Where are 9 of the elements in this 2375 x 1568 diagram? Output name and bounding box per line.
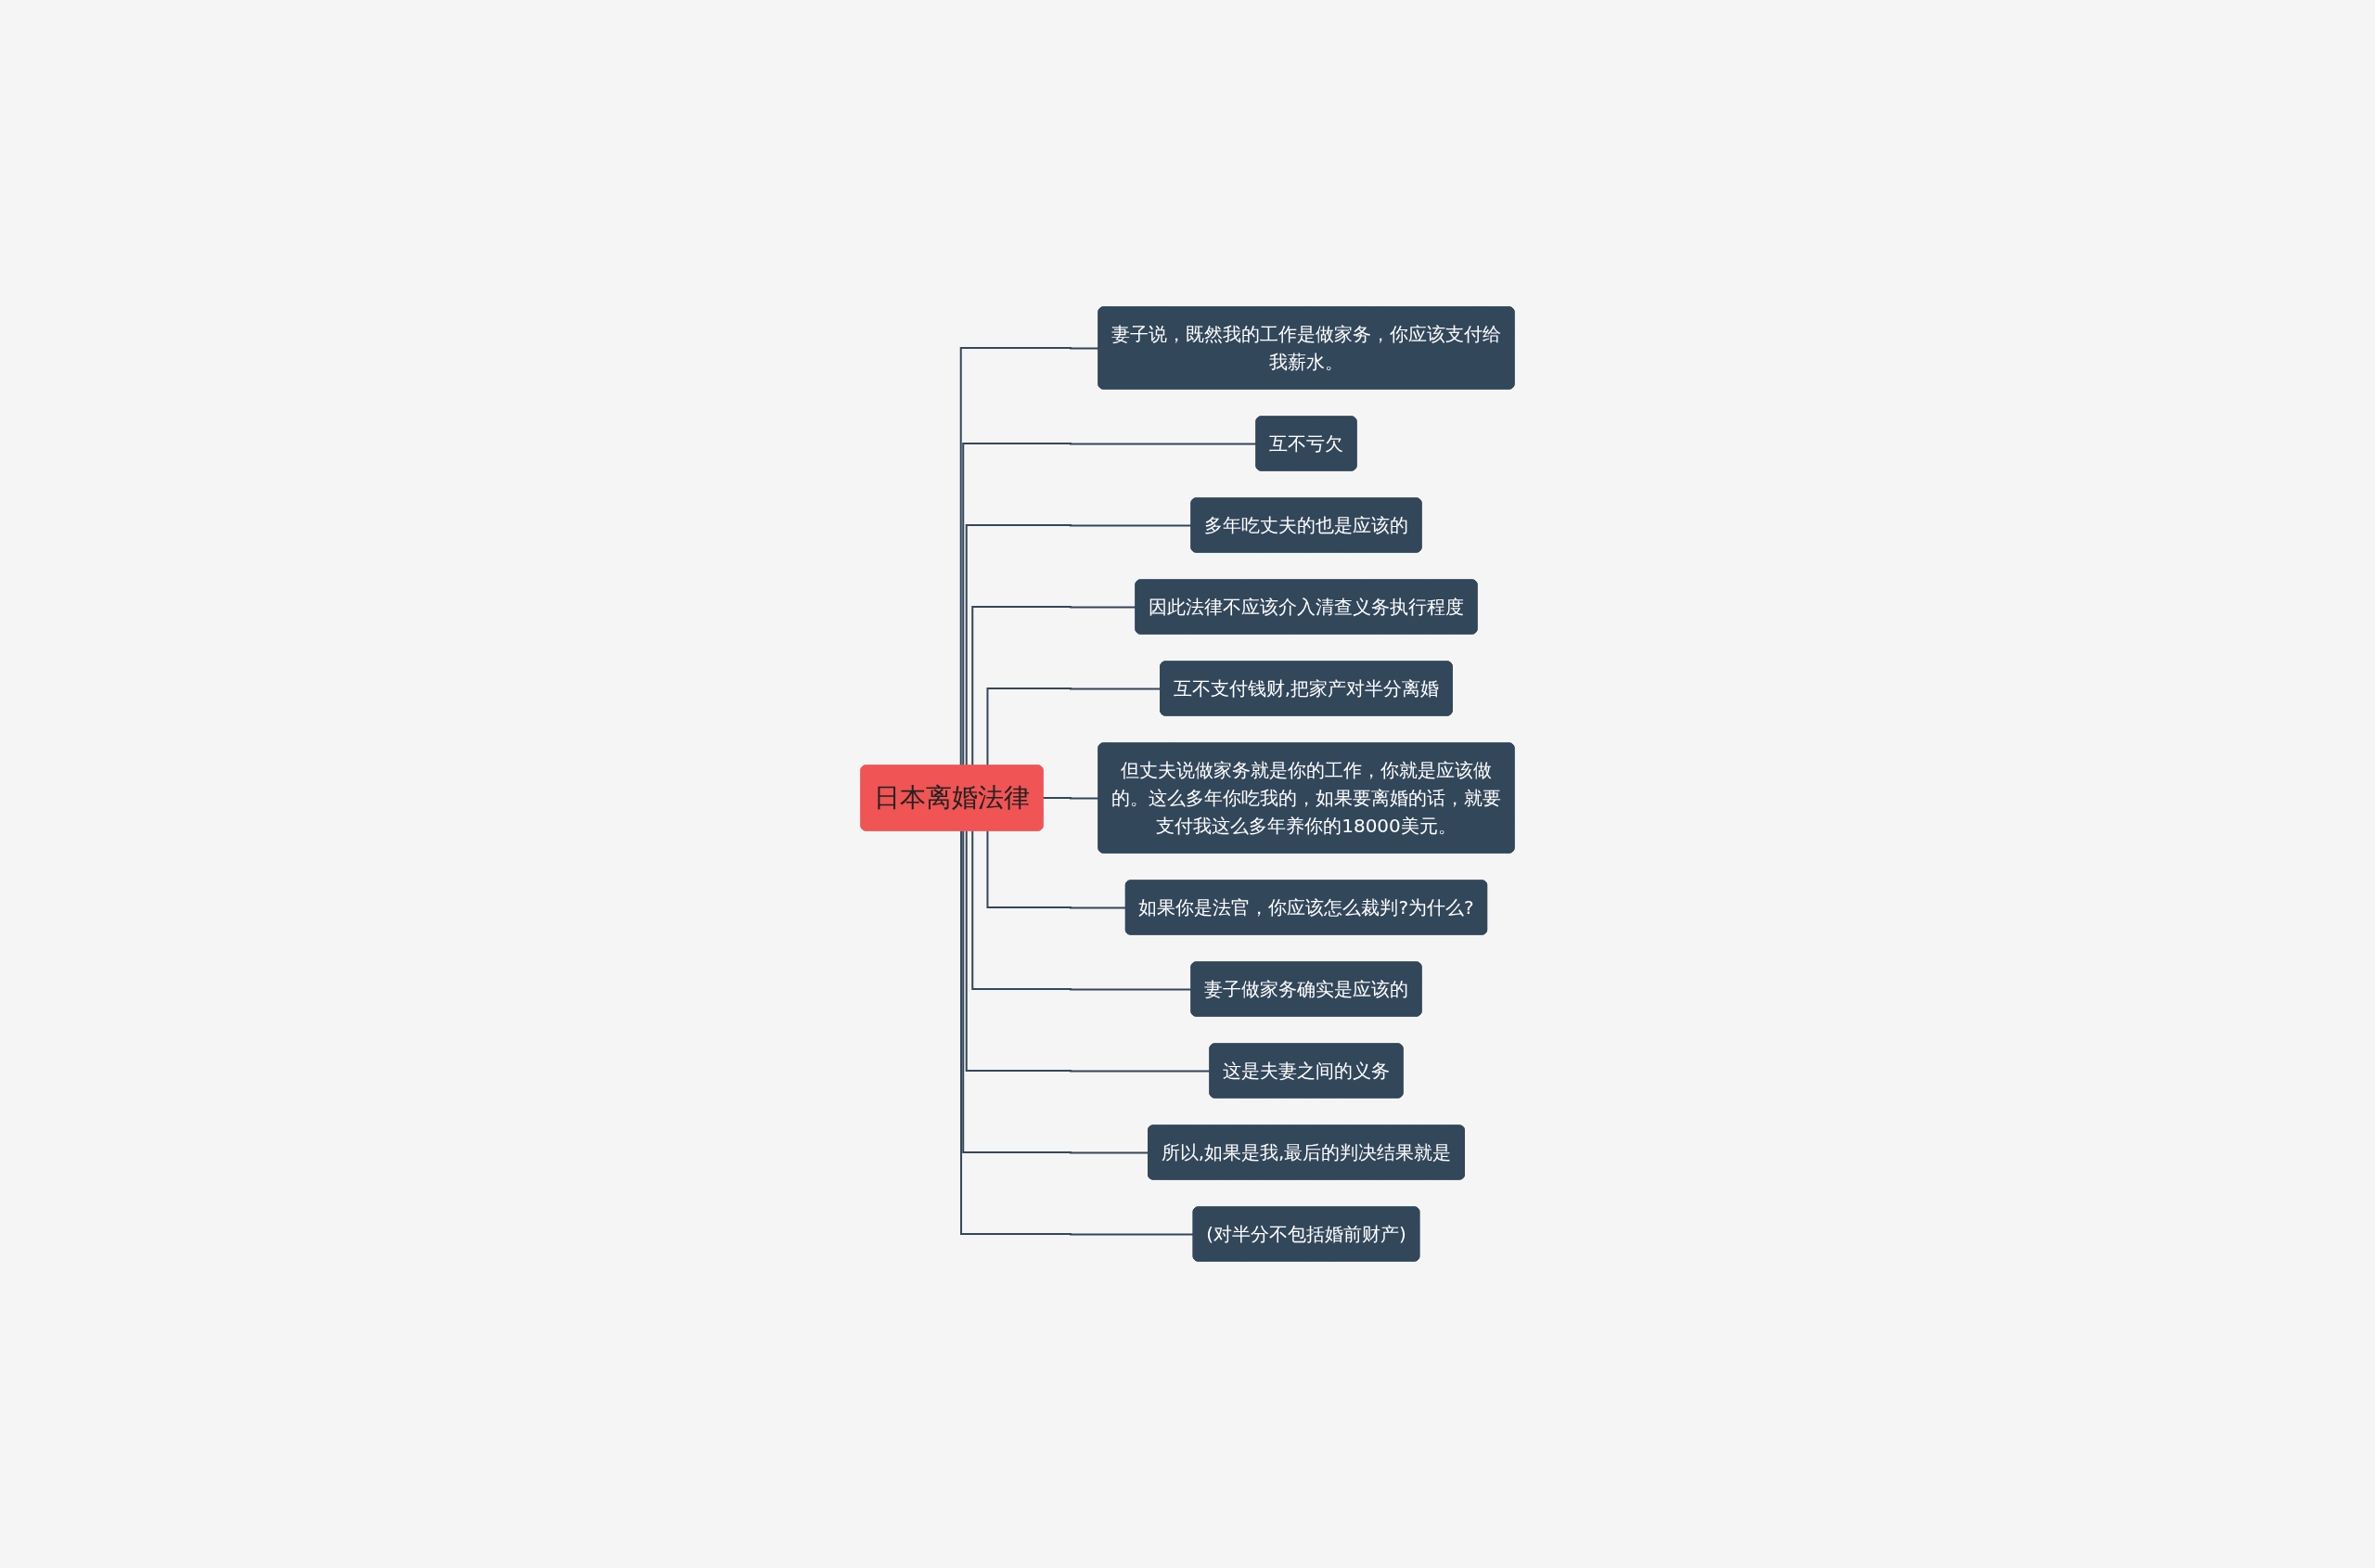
connector (965, 524, 1193, 767)
connector (1042, 797, 1100, 800)
connector (959, 347, 1100, 767)
connector (971, 606, 1137, 767)
connector (962, 443, 1258, 767)
connector (986, 829, 1127, 909)
connector (960, 829, 1195, 1236)
connector (971, 829, 1193, 991)
connector (965, 829, 1212, 1073)
